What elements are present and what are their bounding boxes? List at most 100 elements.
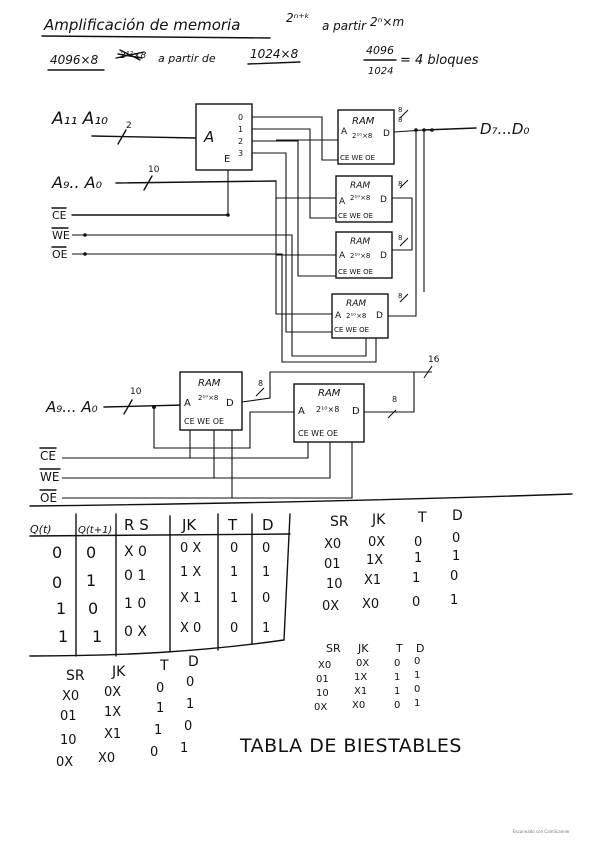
decoder-block [195, 103, 253, 171]
svg-text:X0: X0 [318, 660, 331, 671]
d2-addr-label: A₉... A₀ [45, 398, 98, 416]
d2-ram-block-1: RAM 2¹⁰×8 A D CE WE OE 8 [293, 383, 397, 443]
svg-text:X 0: X 0 [124, 544, 147, 560]
svg-text:X0: X0 [324, 537, 341, 552]
d2-addr-wire [103, 404, 185, 408]
svg-text:1 X: 1 X [180, 565, 201, 580]
d2-ram-block-0: RAM 2¹⁰×8 A D CE WE OE 8 [179, 371, 263, 431]
addr-lo-label: A₉.. A₀ [51, 173, 103, 192]
svg-text:D: D [226, 398, 234, 409]
we-label: WE [52, 229, 70, 242]
svg-text:SR: SR [330, 514, 349, 530]
d2-addr-slash [123, 399, 133, 415]
svg-text:JK: JK [371, 512, 386, 528]
junction [430, 128, 434, 132]
svg-text:0 1: 0 1 [124, 568, 146, 584]
d2-we-wire [62, 430, 331, 479]
data-bus-c [388, 130, 417, 317]
svg-text:RAM: RAM [350, 181, 370, 191]
d2-bus-slashes [255, 365, 433, 419]
svg-text:1: 1 [58, 627, 68, 646]
svg-text:CE WE OE: CE WE OE [334, 326, 369, 334]
svg-text:0: 0 [230, 621, 238, 636]
svg-text:A: A [341, 127, 348, 137]
ce-label: CE [52, 209, 67, 222]
tt-row-1: 0 1 0 1 1 X 1 1 [52, 565, 270, 592]
svg-text:D: D [380, 195, 387, 205]
title-underline [41, 35, 271, 39]
svg-text:0X: 0X [314, 702, 327, 713]
d2-bus-0 [241, 371, 432, 403]
bus-slashes [399, 109, 409, 303]
svg-text:1X: 1X [104, 705, 121, 720]
d2-we-label: WE [40, 470, 59, 484]
svg-text:0 X: 0 X [124, 624, 147, 640]
svg-text:8: 8 [392, 395, 397, 404]
svg-text:0X: 0X [322, 599, 339, 614]
svg-text:A: A [184, 398, 191, 409]
svg-text:8: 8 [398, 234, 402, 242]
data-bus-a [393, 129, 425, 292]
svg-text:8: 8 [258, 379, 263, 388]
svg-text:CE WE OE: CE WE OE [338, 212, 373, 220]
svg-text:01: 01 [316, 674, 329, 685]
svg-text:T: T [395, 642, 403, 655]
svg-text:1: 1 [414, 551, 422, 566]
svg-text:SR: SR [326, 642, 341, 655]
svg-text:0X: 0X [104, 685, 121, 700]
decoder-out-3: 3 [238, 149, 243, 158]
th-t: T [227, 516, 238, 534]
svg-text:01: 01 [60, 709, 77, 724]
size-block-underline [247, 61, 301, 65]
scanner-watermark: Escaneado con CamScanner [513, 829, 570, 834]
ram-block-0: RAM 2¹⁰×8 A D CE WE OE 8 [337, 106, 402, 165]
svg-text:1: 1 [452, 549, 460, 564]
svg-text:1: 1 [262, 621, 270, 636]
svg-text:1: 1 [154, 723, 162, 738]
svg-text:D: D [352, 406, 360, 417]
diagram-1: A₁₁ A₁₀ 2 A E 0 1 2 3 A₉.. A₀ 10 CE WE O… [51, 103, 529, 363]
svg-text:1X: 1X [354, 672, 367, 683]
svg-text:1: 1 [180, 741, 188, 756]
tt-row-2: 1 0 1 0 X 1 1 0 [56, 591, 270, 618]
junction [83, 252, 87, 256]
svg-text:T: T [159, 658, 169, 674]
table-bottom-curve [29, 513, 291, 657]
decoder-enable: E [224, 154, 230, 165]
svg-text:D: D [380, 251, 387, 261]
d2-oe-label: OE [40, 491, 57, 505]
oe-label: OE [52, 248, 68, 261]
svg-text:0: 0 [52, 573, 62, 592]
svg-text:1: 1 [450, 593, 458, 608]
svg-text:1: 1 [394, 672, 400, 683]
svg-text:1: 1 [230, 565, 238, 580]
decoder-out-2: 2 [238, 137, 243, 146]
tt-row-0: 0 0 X 0 0 X 0 0 [52, 541, 270, 562]
svg-text:CE WE OE: CE WE OE [340, 154, 375, 162]
d2-oe-wire [62, 430, 353, 499]
svg-text:10: 10 [326, 577, 343, 592]
caption: TABLA DE BIESTABLES [239, 735, 462, 757]
svg-text:X 1: X 1 [180, 591, 201, 606]
d2-out-width: 16 [428, 355, 440, 365]
ram-block-3: RAM 2¹⁰×8 A D CE WE OE 8 [331, 292, 402, 339]
svg-text:1: 1 [156, 701, 164, 716]
d2-ce-wire [62, 430, 191, 459]
svg-text:X0: X0 [98, 751, 115, 766]
svg-text:2¹⁰×8: 2¹⁰×8 [198, 394, 218, 402]
section-divider [29, 493, 573, 507]
svg-text:1: 1 [230, 591, 238, 606]
header-title-formula: 2ⁿ⁺ᵏ [286, 11, 310, 25]
svg-text:X1: X1 [354, 686, 367, 697]
addr-hi-label: A₁₁ A₁₀ [51, 109, 108, 129]
svg-text:0: 0 [156, 681, 164, 696]
svg-text:1: 1 [414, 698, 420, 709]
decoder-wire-3 [252, 152, 332, 333]
